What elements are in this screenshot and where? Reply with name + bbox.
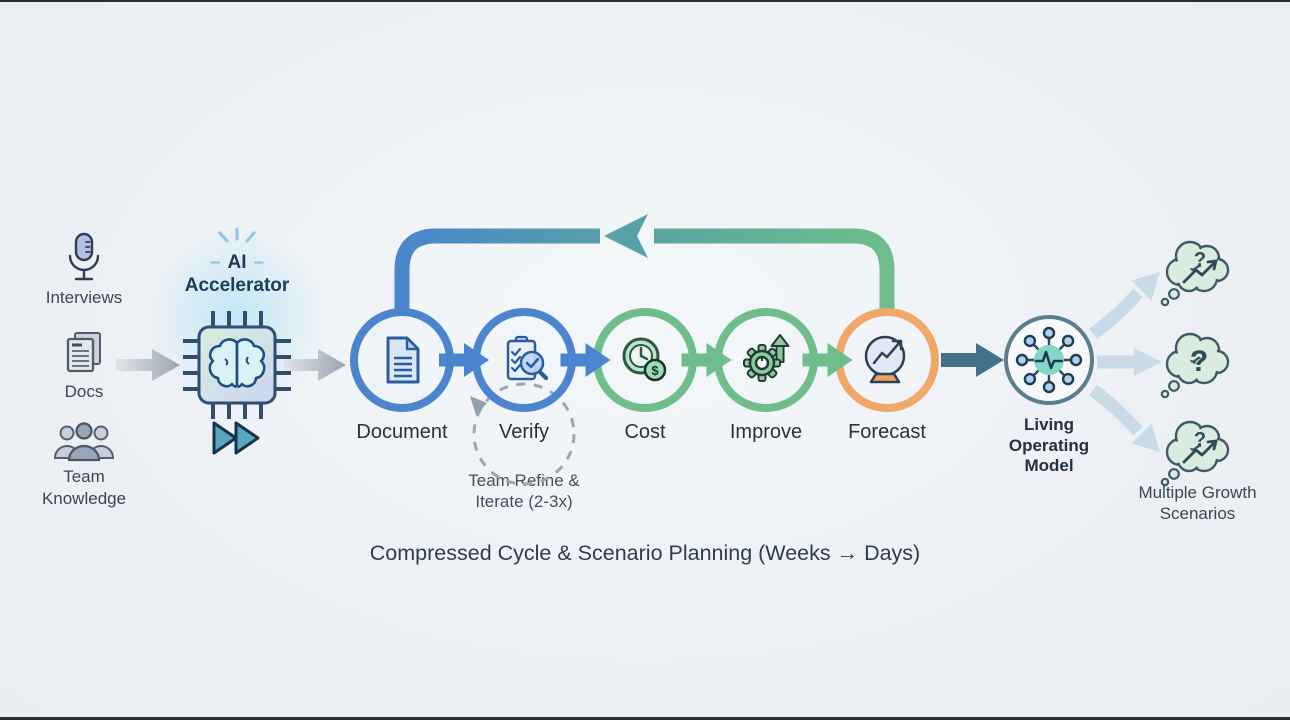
question-mark-icon: ? — [1190, 345, 1208, 378]
stage-label-cost: Cost — [624, 421, 666, 443]
stage-label-document: Document — [356, 421, 448, 443]
input-label-interviews: Interviews — [45, 288, 123, 307]
top-edge-strip — [0, 0, 1290, 2]
microphone-icon — [68, 232, 100, 281]
chip-brain-icon — [183, 311, 291, 419]
network-pulse-icon — [1015, 326, 1083, 394]
dash-icon: – — [209, 252, 221, 273]
forecast-to-model-arrow — [941, 343, 1004, 377]
crystal-ball-icon — [864, 335, 906, 384]
diagram-caption: Compressed Cycle & Scenario Planning (We… — [369, 541, 921, 565]
question-mark-icon: ? — [1194, 429, 1206, 451]
ai-title-line1: –AI– — [157, 252, 317, 275]
living-operating-model-label: Living Operating Model — [1008, 415, 1090, 476]
feedback-loop-arrow — [394, 214, 895, 314]
dash-icon: – — [253, 252, 265, 273]
living-operating-model-circle — [1004, 315, 1094, 405]
gear-up-arrow-icon — [743, 334, 790, 382]
stage-circle-cost: $ — [593, 308, 697, 412]
refine-iterate-note: Team Refine & Iterate (2-3x) — [468, 471, 580, 512]
stage-label-forecast: Forecast — [848, 421, 926, 443]
team-icon — [53, 422, 115, 462]
question-mark-icon: ? — [1194, 249, 1206, 271]
stage-circle-verify — [472, 308, 576, 412]
loop-arrowhead-icon — [604, 214, 648, 258]
clock-dollar-icon: $ — [622, 337, 667, 382]
fast-forward-icon — [212, 421, 260, 455]
checklist-magnifier-icon — [506, 335, 549, 381]
stage-label-improve: Improve — [729, 421, 803, 443]
stage-circle-forecast — [835, 308, 939, 412]
bottom-edge-strip — [0, 717, 1290, 720]
ai-title-line2: Accelerator — [184, 274, 290, 296]
input-label-docs: Docs — [64, 382, 104, 401]
stage-circle-improve — [714, 308, 818, 412]
document-icon — [386, 336, 420, 384]
scenarios-label: Multiple Growth Scenarios — [1138, 483, 1257, 524]
ai-accelerator-title: –AI– Accelerator — [157, 252, 317, 298]
scenario-cloud-icon-bottom: ? — [1160, 420, 1230, 487]
docs-icon — [66, 332, 101, 373]
input-label-team-knowledge: Team Knowledge — [41, 467, 127, 509]
dollar-icon: $ — [651, 363, 659, 378]
stage-circle-document — [350, 308, 454, 412]
scenario-cloud-icon-top: ? — [1160, 240, 1230, 307]
sparkle-icon — [218, 227, 256, 243]
scenario-cloud-icon-middle: ? — [1160, 332, 1230, 399]
